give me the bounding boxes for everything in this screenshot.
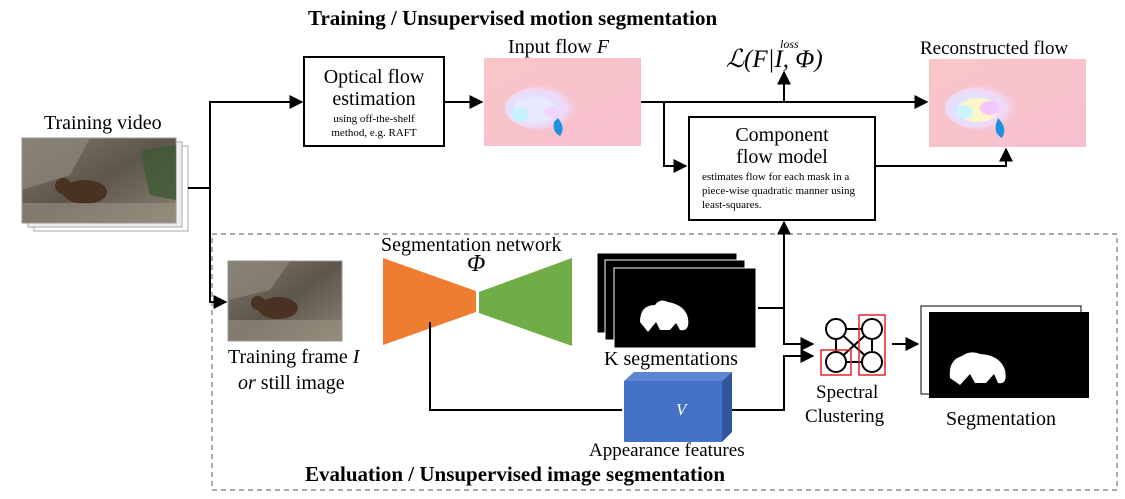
training-frame-label-1: Training frame I [228,346,359,369]
k-segmentations-stack [596,252,757,349]
k-segmentations-label: K segmentations [604,348,738,370]
input-flow-image [484,58,641,146]
spectral-graph [820,314,886,376]
appearance-feature-cube [624,372,732,442]
optical-flow-title-2: estimation [332,88,416,110]
training-frame-rest: still image [255,372,345,394]
training-title: Training / Unsupervised motion segmentat… [308,6,718,30]
input-flow-symbol: F [596,36,610,58]
final-segmentation [920,305,1089,398]
component-desc: estimates flow for each mask in a piece-… [702,171,856,211]
training-frame-label-2: or still image [238,372,345,395]
segmentation-network-label: Segmentation network [381,234,562,256]
evaluation-region [211,233,1118,491]
appearance-features-label: Appearance features [589,440,745,461]
input-flow-text: Input flow [508,36,597,58]
reconstructed-flow-image [929,59,1086,147]
component-flow-model-box: Component flow model estimates flow for … [688,116,876,221]
optical-flow-title-1: Optical flow [323,66,425,88]
segmentation-label: Segmentation [946,408,1056,430]
training-frame-symbol: I [352,346,360,368]
reconstructed-flow-label: Reconstructed flow [920,38,1069,59]
encoder-shape [383,258,476,345]
training-frame-or: or [238,372,256,394]
decoder-shape [479,258,572,346]
component-title-1: Component [735,124,829,146]
training-frame-text: Training frame [228,346,353,368]
spectral-label-1: Spectral [816,382,879,403]
spectral-label-2: Clustering [805,406,885,427]
optical-flow-desc-2: method, e.g. RAFT [331,126,417,139]
training-frame-image [227,260,343,342]
training-video-label: Training video [44,112,162,134]
optical-flow-desc-1: using off-the-shelf [333,113,415,125]
loss-superscript: loss [780,37,799,51]
evaluation-title: Evaluation / Unsupervised image segmenta… [305,462,726,486]
segmentation-network-symbol: Φ [467,251,486,277]
training-video-stack [21,137,189,232]
segmentation-network [383,258,572,346]
component-title-2: flow model [736,146,828,168]
optical-flow-box: Optical flow estimation using off-the-sh… [303,56,445,147]
input-flow-label: Input flow F [508,36,609,59]
connectors [188,70,1013,411]
loss-formula: ℒ(F|I, Φ) [726,46,823,73]
appearance-symbol: V [676,400,687,419]
